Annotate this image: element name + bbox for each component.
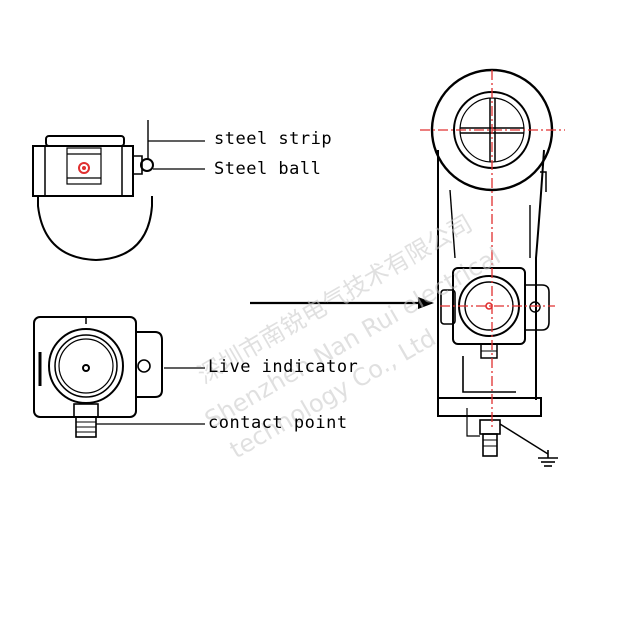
label-contact-point: contact point: [208, 413, 348, 433]
label-steel-ball: Steel ball: [214, 159, 322, 179]
side-view-body: [32, 145, 134, 197]
ground-icon: [538, 450, 558, 467]
side-view-section: [66, 147, 102, 185]
side-view-top-plate: [45, 135, 125, 147]
pointer-arrow: [250, 297, 434, 309]
steel-ball-icon: [78, 162, 90, 174]
side-view-dome: [37, 196, 153, 262]
front-view-clip: [136, 331, 163, 398]
label-live-indicator: Live indicator: [208, 357, 359, 377]
ground-wire: [499, 423, 549, 455]
assembly-view: [420, 68, 565, 467]
front-view: [33, 316, 205, 438]
side-view: [32, 120, 205, 262]
indicator-center-icon: [82, 364, 90, 372]
indicator-outer-ring: [48, 328, 124, 404]
side-ball-icon: [140, 158, 154, 172]
centerlines: [420, 70, 565, 430]
label-steel-strip: steel strip: [214, 129, 333, 149]
